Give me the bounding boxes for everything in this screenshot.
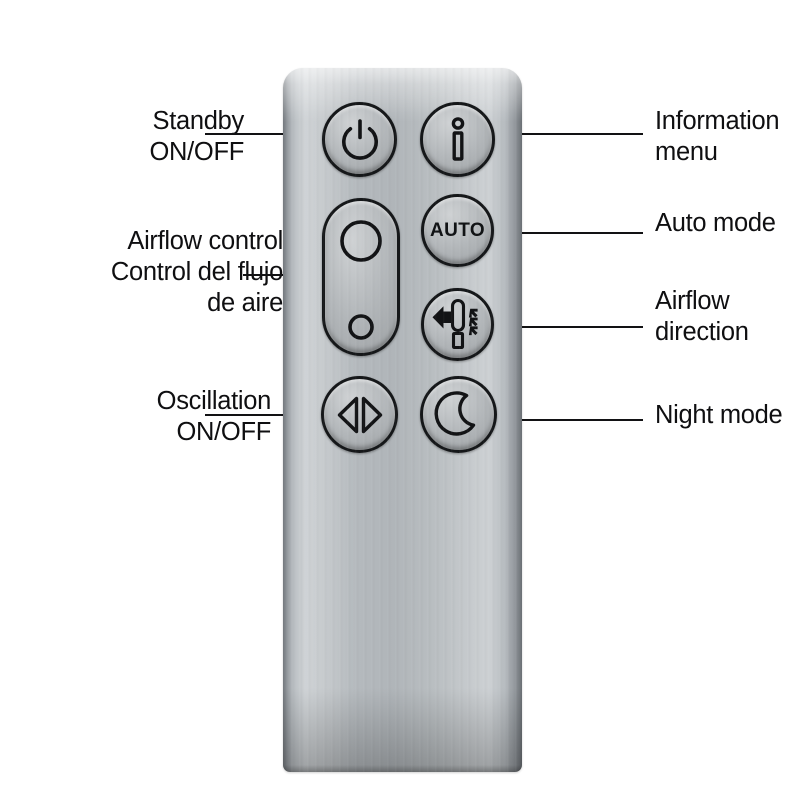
small-circle-icon xyxy=(348,314,374,340)
leader-line-standby xyxy=(205,133,288,135)
large-circle-icon xyxy=(340,220,382,262)
airflow-direction-icon xyxy=(424,291,491,358)
callout-label-information-menu: Information menu xyxy=(655,107,780,166)
remote-control-body: AUTO xyxy=(283,68,522,772)
callout-label-auto-mode: Auto mode xyxy=(655,209,776,237)
auto-label: AUTO xyxy=(424,197,491,264)
callout-label-airflow-direction: Airflow direction xyxy=(655,287,749,346)
callout-label-airflow-control: Airflow control Control del flujo de air… xyxy=(110,227,283,317)
oscillation-icon xyxy=(324,379,395,450)
body-highlight xyxy=(283,68,522,122)
information-icon xyxy=(423,105,492,174)
callout-label-standby: Standby ON/OFF xyxy=(149,107,244,166)
power-icon xyxy=(325,105,394,174)
airflow-control-pill[interactable] xyxy=(322,198,400,356)
airflow-direction-button[interactable] xyxy=(421,288,494,361)
moon-icon xyxy=(423,379,494,450)
leader-line-night-mode xyxy=(519,419,643,421)
auto-button[interactable]: AUTO xyxy=(421,194,494,267)
auto-button-label: AUTO xyxy=(429,219,486,241)
leader-line-oscillation xyxy=(205,414,288,416)
oscillation-button[interactable] xyxy=(321,376,398,453)
callout-label-night-mode: Night mode xyxy=(655,401,783,429)
leader-line-auto-mode xyxy=(519,232,643,234)
power-button[interactable] xyxy=(322,102,397,177)
night-mode-button[interactable] xyxy=(420,376,497,453)
information-button[interactable] xyxy=(420,102,495,177)
airflow-speed-icon xyxy=(325,201,397,353)
leader-line-airflow-direction xyxy=(519,326,643,328)
callout-label-oscillation: Oscillation ON/OFF xyxy=(156,387,272,446)
leader-line-airflow-control xyxy=(243,274,288,276)
leader-line-information-menu xyxy=(519,133,643,135)
